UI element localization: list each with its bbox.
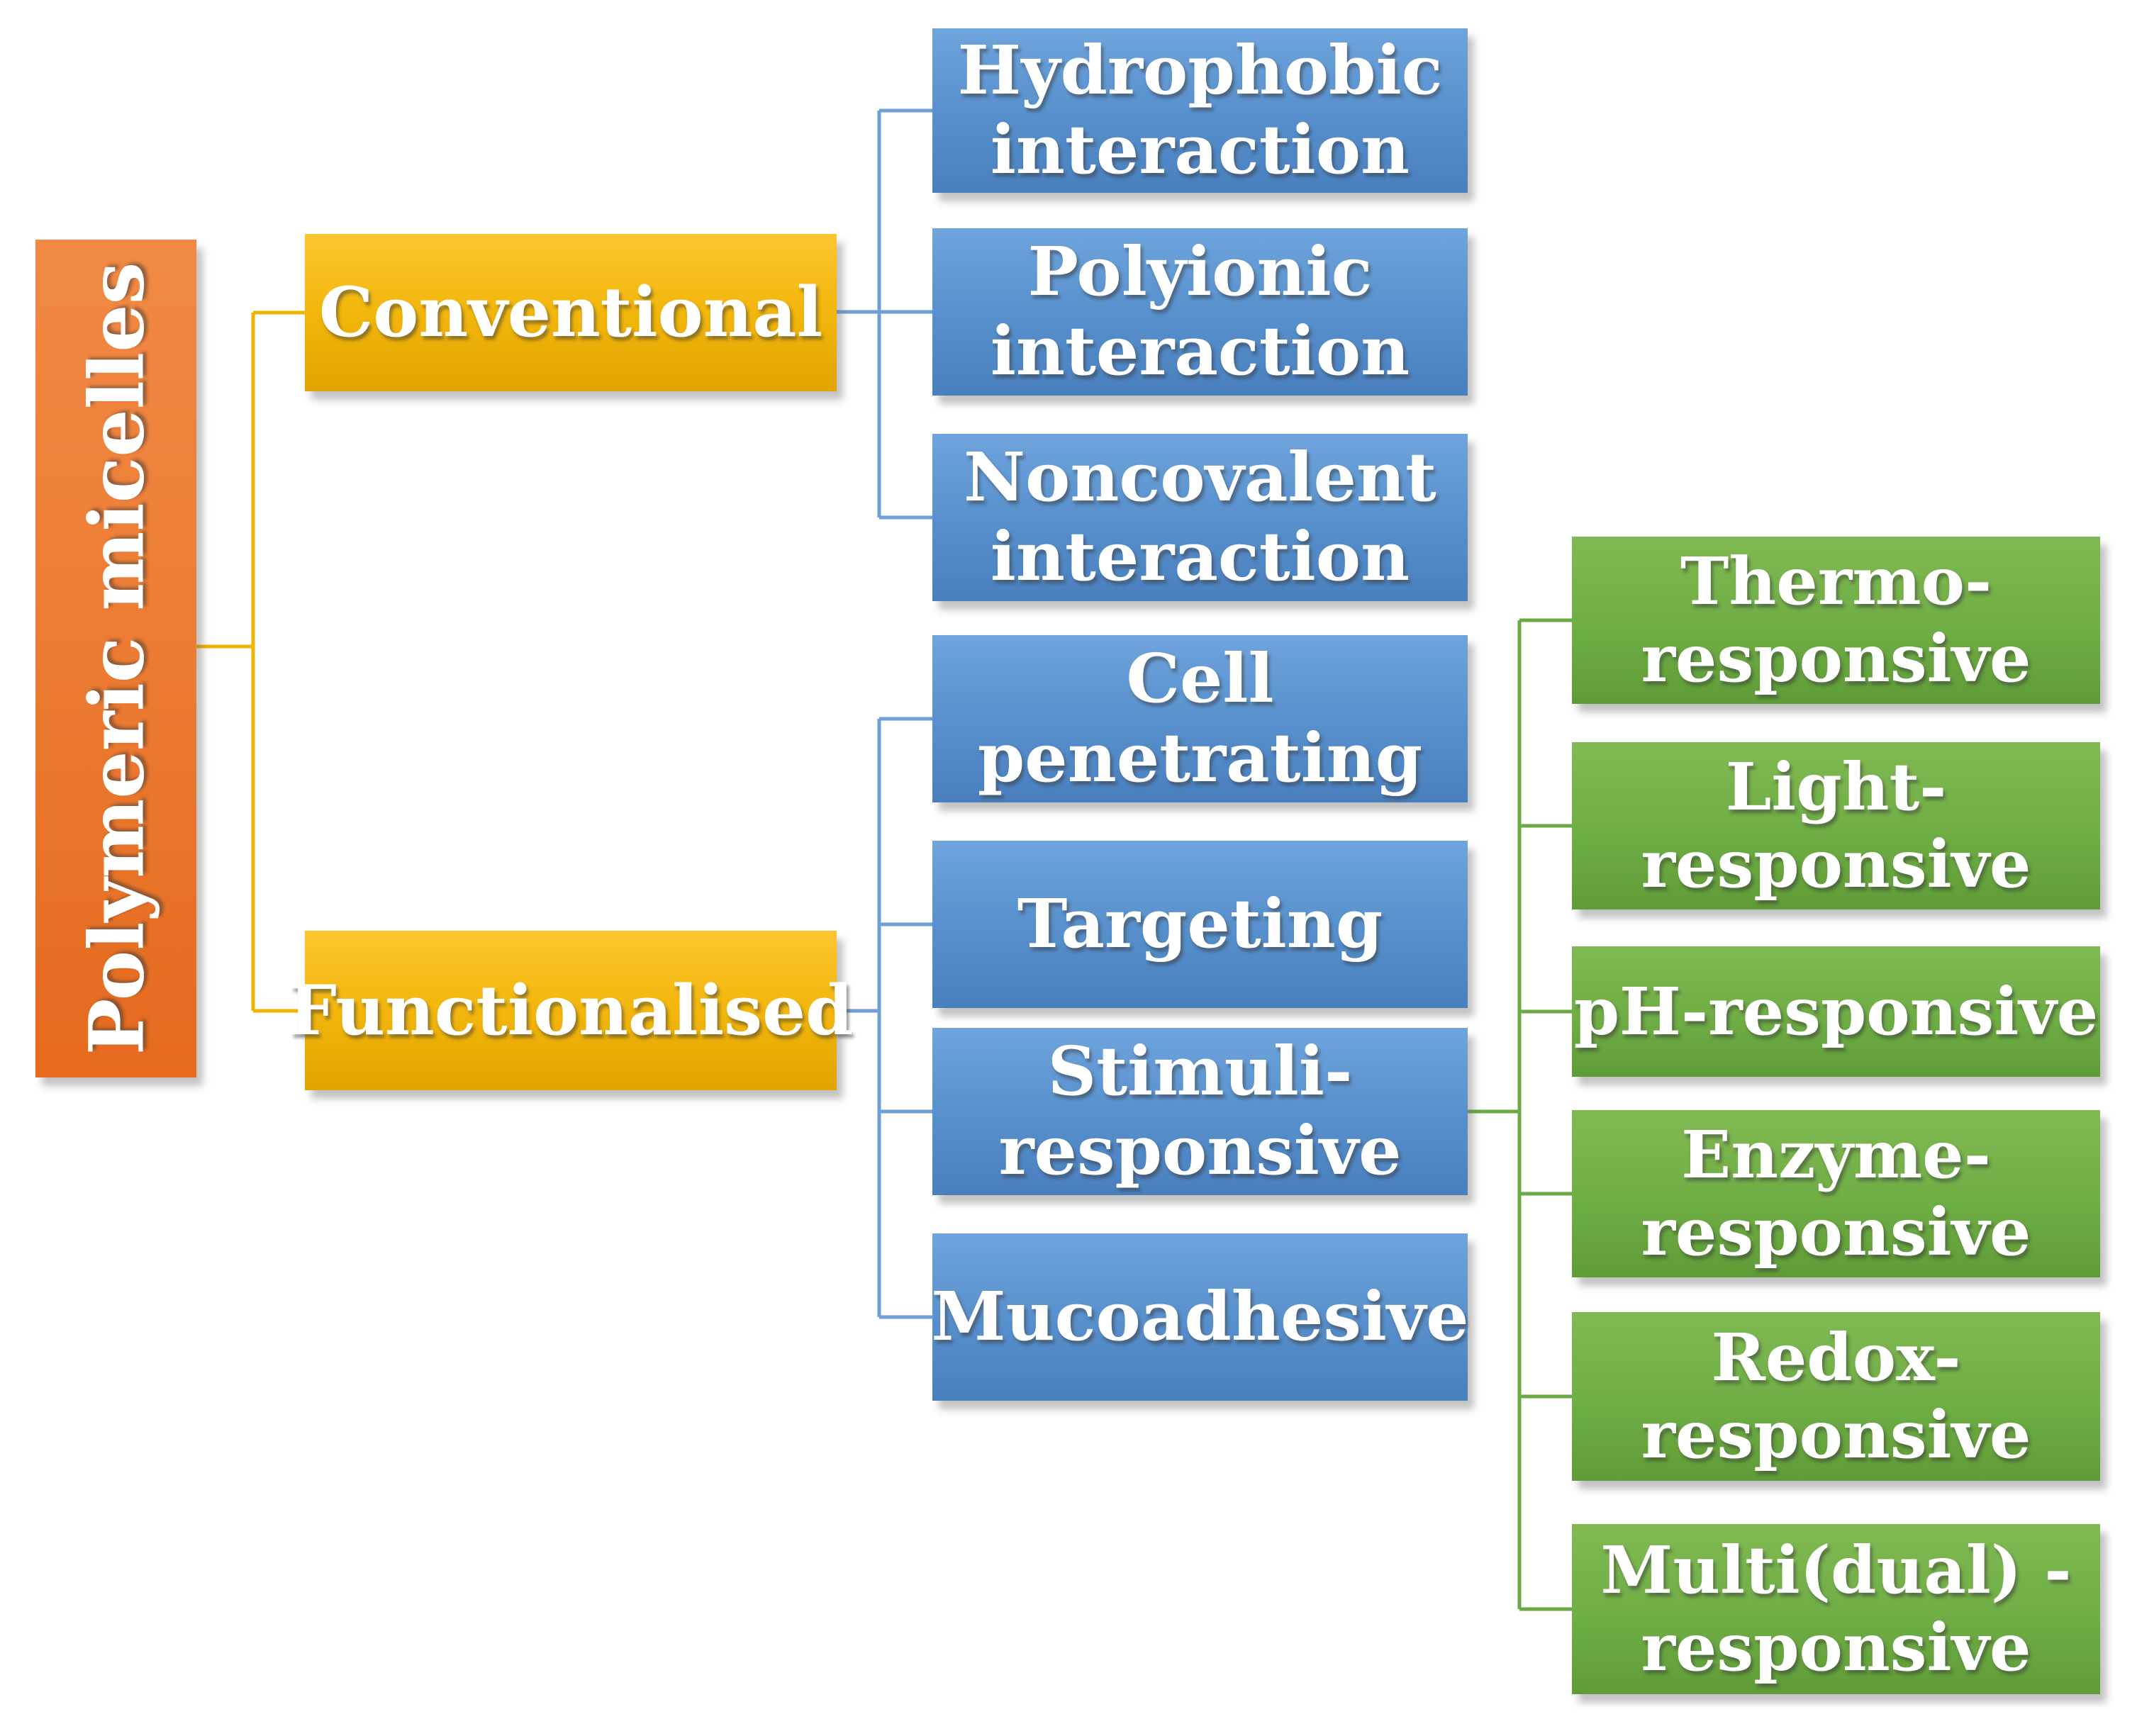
node-label: Cell penetrating xyxy=(977,639,1423,797)
node-polymeric-micelles: Polymeric micelles xyxy=(35,240,196,1077)
node-redox-responsive: Redox- responsive xyxy=(1572,1312,2100,1481)
node-label: Functionalised xyxy=(288,970,854,1051)
node-thermo-responsive: Thermo- responsive xyxy=(1572,537,2100,704)
node-hydrophobic-interaction: Hydrophobic interaction xyxy=(932,28,1468,193)
node-polyionic-interaction: Polyionic interaction xyxy=(932,228,1468,396)
node-cell-penetrating: Cell penetrating xyxy=(932,635,1468,802)
connector-yellow-to-blue-branches xyxy=(837,108,932,1319)
node-label: Enzyme- responsive xyxy=(1641,1116,2031,1270)
node-label: Stimuli- responsive xyxy=(998,1031,1402,1190)
node-targeting: Targeting xyxy=(932,841,1468,1008)
node-label: pH-responsive xyxy=(1573,973,2099,1050)
node-label: Targeting xyxy=(1017,884,1383,963)
node-label: Thermo- responsive xyxy=(1641,543,2031,697)
node-multi-dual-responsive: Multi(dual) - responsive xyxy=(1572,1524,2100,1694)
node-noncovalent-interaction: Noncovalent interaction xyxy=(932,434,1468,601)
node-mucoadhesive: Mucoadhesive xyxy=(931,1233,1469,1401)
node-functionalised: Functionalised xyxy=(289,931,853,1090)
node-enzyme-responsive: Enzyme- responsive xyxy=(1572,1110,2100,1277)
node-stimuli-responsive: Stimuli- responsive xyxy=(932,1028,1468,1195)
node-conventional: Conventional xyxy=(305,234,837,391)
connector-stimuli-to-green-branches xyxy=(1468,618,1572,1611)
node-label: Light- responsive xyxy=(1641,749,2031,902)
node-label: Noncovalent interaction xyxy=(964,437,1436,596)
connector-root-to-yellow-branches xyxy=(196,310,305,1013)
node-label: Multi(dual) - responsive xyxy=(1600,1532,2072,1686)
node-ph-responsive: pH-responsive xyxy=(1572,946,2100,1077)
node-label: Redox- responsive xyxy=(1641,1319,2031,1473)
node-label: Mucoadhesive xyxy=(931,1277,1469,1356)
node-label: Hydrophobic interaction xyxy=(957,30,1443,189)
node-label: Conventional xyxy=(318,272,823,353)
node-light-responsive: Light- responsive xyxy=(1572,742,2100,909)
node-label: Polymeric micelles xyxy=(71,262,160,1055)
node-polymeric-micelles-rotated-text: Polymeric micelles xyxy=(35,240,196,1077)
node-label: Polyionic interaction xyxy=(990,232,1410,391)
